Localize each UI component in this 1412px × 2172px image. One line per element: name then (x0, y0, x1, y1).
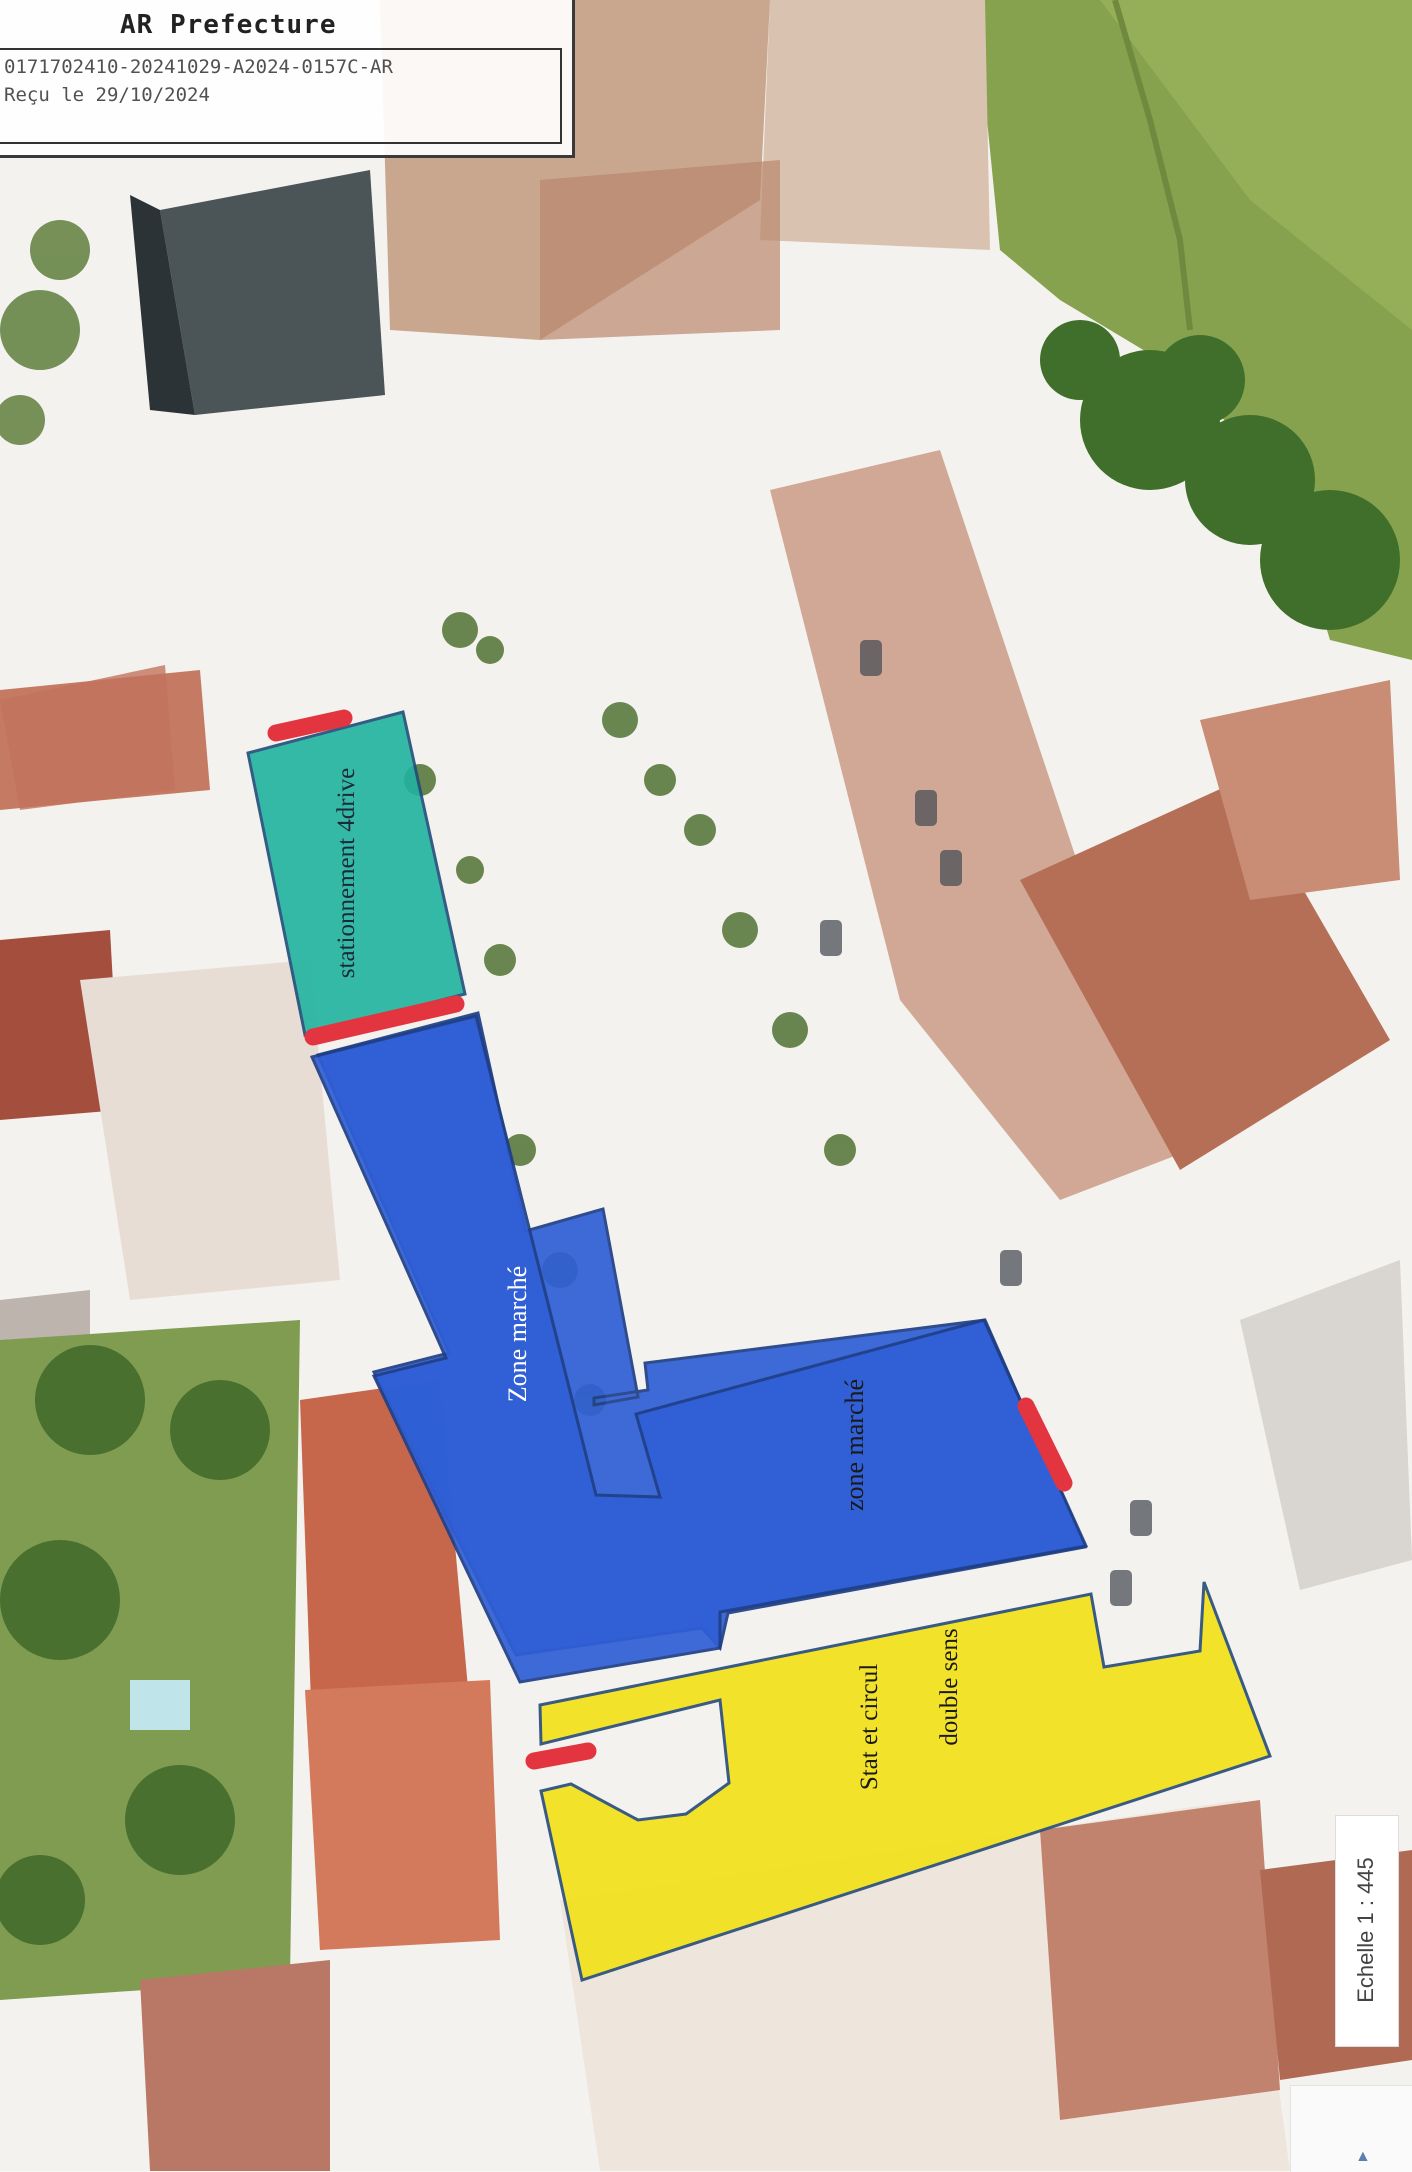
scale-label: Echelle 1 : 445 (1353, 1857, 1378, 2003)
label-zone-marche-1: Zone marché (503, 1265, 532, 1403)
stamp-inner-box (0, 48, 562, 144)
label-parking-4drive: stationnement 4drive (333, 767, 360, 979)
building-dark-roof (160, 170, 385, 415)
label-zone-marche-2: zone marché (840, 1378, 869, 1512)
prefecture-stamp: AR Prefecture 0171702410-20241029-A2024-… (0, 0, 575, 158)
zone-stat-circul (538, 1581, 1272, 1982)
buildings-right-row (770, 450, 1190, 1200)
label-double-sens: double sens (936, 1628, 963, 1746)
overview-thumbnail (1290, 2085, 1412, 2172)
zone-parking-4drive (246, 710, 467, 1037)
pool (130, 1680, 190, 1730)
parked-cars (820, 640, 1152, 1606)
scale-box (1335, 1815, 1399, 2047)
stamp-reference: 0171702410-20241029-A2024-0157C-AR (4, 56, 393, 78)
trees (1040, 320, 1400, 630)
stamp-received-date: Reçu le 29/10/2024 (4, 84, 210, 106)
barriers (267, 709, 1073, 1770)
stamp-title: AR Prefecture (120, 10, 337, 40)
label-stat-circul: Stat et circul (856, 1663, 883, 1791)
arrow-up-icon: ▲ (1355, 2148, 1371, 2165)
